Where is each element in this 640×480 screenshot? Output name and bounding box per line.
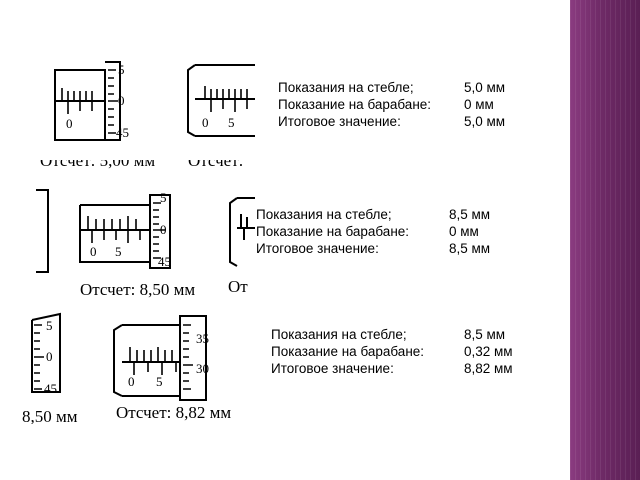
micrometer-3b: [113, 315, 207, 401]
scale-label: 5: [118, 62, 125, 77]
reading-row: Показания на стебле; 8,5 мм: [256, 206, 490, 223]
scale-label: 30: [196, 361, 209, 376]
reading-row: Итоговое значение: 8,5 мм: [256, 240, 490, 257]
reading-value: 8,5 мм: [449, 241, 491, 256]
micrometer-1b: [187, 64, 255, 137]
decorative-side-stripe: [570, 0, 640, 480]
scale-label: 35: [196, 331, 209, 346]
reading-value: 8,5 мм: [449, 207, 491, 222]
scale-label: 5: [46, 318, 53, 333]
scale-label: 45: [116, 125, 129, 140]
reading-row: Показания на стебле; 8,5 мм: [271, 326, 513, 343]
reading-label: Показания на стебле;: [271, 327, 407, 342]
micrometer-2c: [229, 197, 255, 267]
reading-row: Итоговое значение: 8,82 мм: [271, 360, 513, 377]
reading-label: Показания на стебле;: [278, 80, 414, 95]
scale-label: 0: [160, 222, 167, 237]
scale-label: 5: [115, 244, 122, 259]
scale-label: 45: [158, 254, 171, 269]
scale-label: 0: [118, 93, 125, 108]
scale-label: 0: [128, 374, 135, 389]
scale-label: 0: [46, 349, 53, 364]
reading-panel-2: Показания на стебле; 8,5 мм Показание на…: [256, 206, 490, 257]
figure-caption: Отсчет: 8,50 мм: [80, 280, 195, 299]
scale-label: 5: [156, 374, 163, 389]
reading-panel-1: Показания на стебле; 5,0 мм Показание на…: [278, 79, 505, 130]
reading-row: Итоговое значение: 5,0 мм: [278, 113, 505, 130]
reading-label: Показания на стебле;: [256, 207, 392, 222]
micrometer-figures: 5 0 45 0 0 5 5 0 45 0 5 5 0 45 35 30 0 5…: [22, 61, 255, 426]
reading-panel-3: Показания на стебле; 8,5 мм Показание на…: [271, 326, 513, 377]
reading-row: Показание на барабане: 0,32 мм: [271, 343, 513, 360]
reading-label: Итоговое значение:: [256, 241, 379, 256]
reading-value: 5,0 мм: [464, 80, 506, 95]
scale-label: 5: [160, 190, 167, 205]
scale-label: 45: [44, 381, 57, 396]
figure-caption: От: [228, 277, 248, 296]
scale-label: 0: [202, 115, 209, 130]
scale-label: 0: [66, 116, 73, 131]
reading-row: Показания на стебле; 5,0 мм: [278, 79, 505, 96]
figure-caption: Отсчет: 8,82 мм: [116, 403, 231, 422]
reading-value: 0 мм: [464, 97, 494, 112]
reading-label: Показание на барабане:: [278, 97, 432, 112]
reading-value: 8,5 мм: [464, 327, 506, 342]
reading-row: Показание на барабане: 0 мм: [278, 96, 505, 113]
reading-label: Итоговое значение:: [271, 361, 394, 376]
reading-row: Показание на барабане: 0 мм: [256, 223, 490, 240]
reading-value: 0,32 мм: [464, 344, 513, 359]
reading-label: Итоговое значение:: [278, 114, 401, 129]
scale-label: 5: [228, 115, 235, 130]
reading-label: Показание на барабане:: [256, 224, 410, 239]
reading-value: 8,82 мм: [464, 361, 513, 376]
micrometer-2a: [36, 189, 49, 273]
reading-label: Показание на барабане:: [271, 344, 425, 359]
reading-value: 5,0 мм: [464, 114, 506, 129]
micrometer-3a: [31, 312, 61, 393]
figure-caption: 8,50 мм: [22, 407, 78, 426]
micrometer-1a: [54, 61, 121, 141]
scale-label: 0: [90, 244, 97, 259]
reading-value: 0 мм: [449, 224, 479, 239]
micrometer-2b: [79, 194, 171, 269]
